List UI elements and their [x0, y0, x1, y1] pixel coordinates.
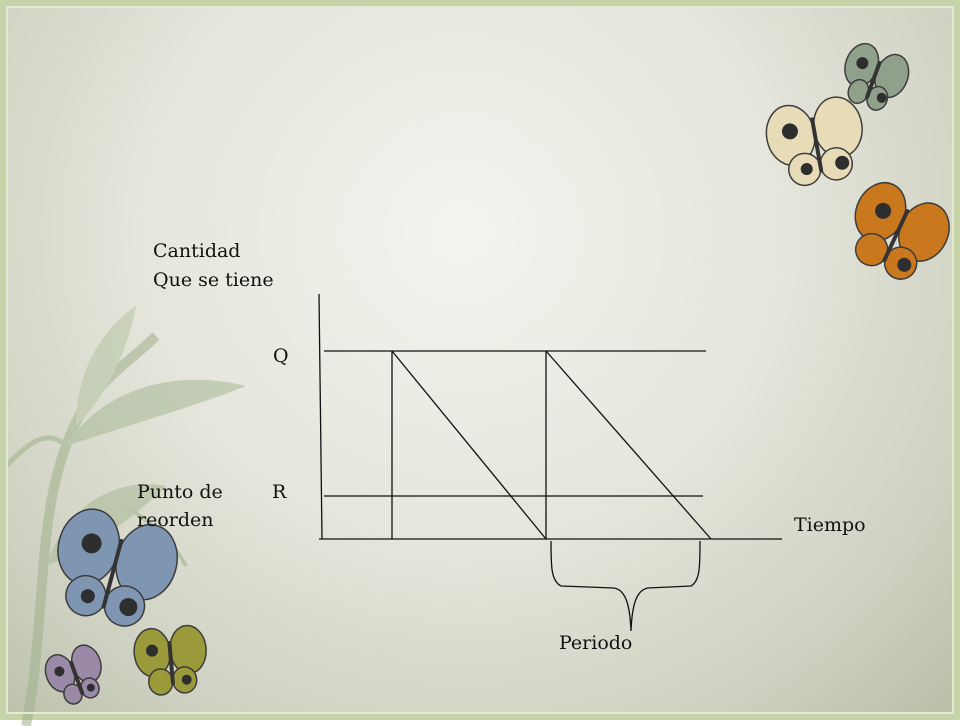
inventory-diagram: [318, 293, 782, 632]
y-axis: [318, 293, 323, 540]
r-label: R: [272, 481, 287, 503]
reorder-label-line1: Punto de: [137, 481, 223, 503]
butterfly-icon: [44, 644, 102, 705]
y-axis-label-line1: Cantidad: [153, 240, 241, 262]
q-label: Q: [273, 345, 289, 367]
decoration-layer: [6, 42, 950, 726]
reorder-label-line2: reorden: [137, 509, 214, 531]
y-axis-label-line2: Que se tiene: [153, 269, 274, 291]
butterfly-icon: [844, 42, 910, 111]
butterfly-icon: [765, 96, 863, 187]
butterfly-icon: [133, 624, 207, 696]
period-brace: [550, 540, 701, 632]
butterfly-icon: [57, 508, 178, 627]
depletion-line-2: [545, 350, 712, 540]
period-label: Periodo: [559, 632, 633, 654]
depletion-line-1: [391, 350, 547, 540]
butterfly-icon: [854, 182, 950, 280]
x-axis-label: Tiempo: [794, 514, 866, 536]
